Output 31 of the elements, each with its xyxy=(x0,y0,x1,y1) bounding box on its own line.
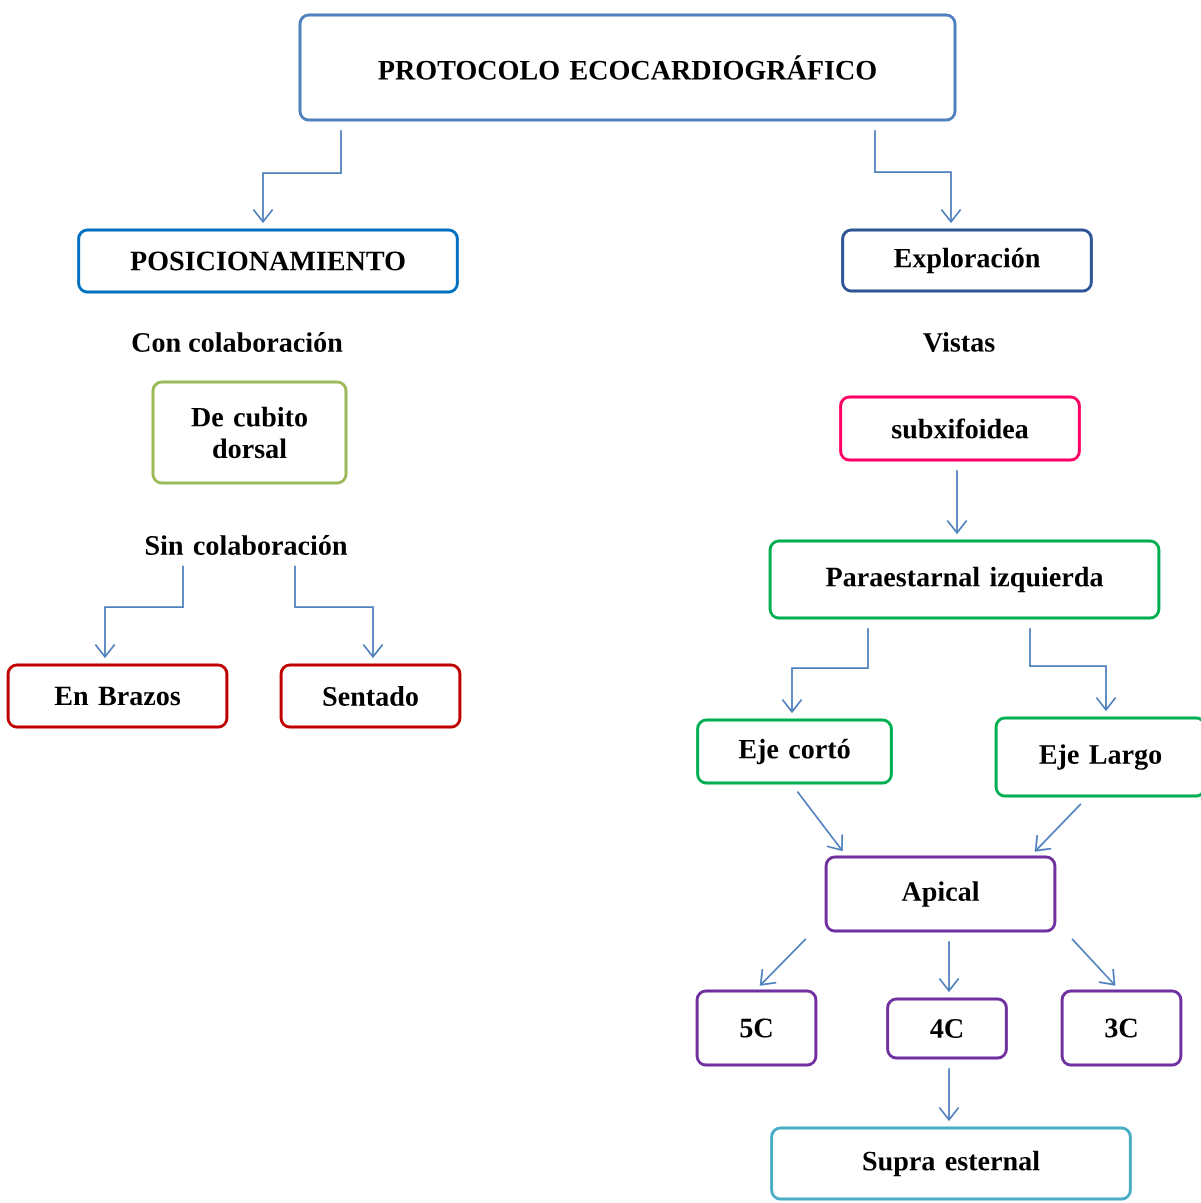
view-box: Paraestarnal izquierda xyxy=(768,539,1161,620)
option-box: Sentado xyxy=(279,663,462,729)
arrow xyxy=(294,564,384,659)
view-box: Eje cortó xyxy=(696,718,893,785)
option-box: En Brazos xyxy=(6,663,229,729)
arrow xyxy=(1034,802,1082,852)
arrow xyxy=(946,469,968,535)
arrow xyxy=(1029,627,1117,712)
view-box: subxifoidea xyxy=(839,395,1081,462)
arrow xyxy=(874,129,962,224)
section-label: Vistas xyxy=(923,332,995,352)
option-box: De cubito dorsal xyxy=(151,380,348,485)
category-box: POSICIONAMIENTO xyxy=(77,228,459,294)
category-box: Exploración xyxy=(841,228,1093,293)
arrow xyxy=(796,790,844,852)
view-box: Apical xyxy=(824,855,1057,933)
arrow xyxy=(938,940,960,993)
view-box: 3C xyxy=(1060,989,1183,1067)
arrow xyxy=(938,1067,960,1122)
view-box: Eje Largo xyxy=(994,716,1201,798)
view-box: 5C xyxy=(695,989,818,1067)
arrow xyxy=(759,937,807,986)
arrow xyxy=(1071,938,1116,986)
arrow xyxy=(94,564,184,659)
arrow xyxy=(252,129,342,224)
heading-text: Sin colaboración xyxy=(145,535,348,555)
view-box: Supra esternal xyxy=(770,1126,1132,1201)
arrow xyxy=(781,627,869,714)
section-label: Con colaboración xyxy=(132,332,343,352)
title-box: PROTOCOLO ECOCARDIOGRÁFICO xyxy=(298,13,957,122)
view-box: 4C xyxy=(886,997,1008,1060)
